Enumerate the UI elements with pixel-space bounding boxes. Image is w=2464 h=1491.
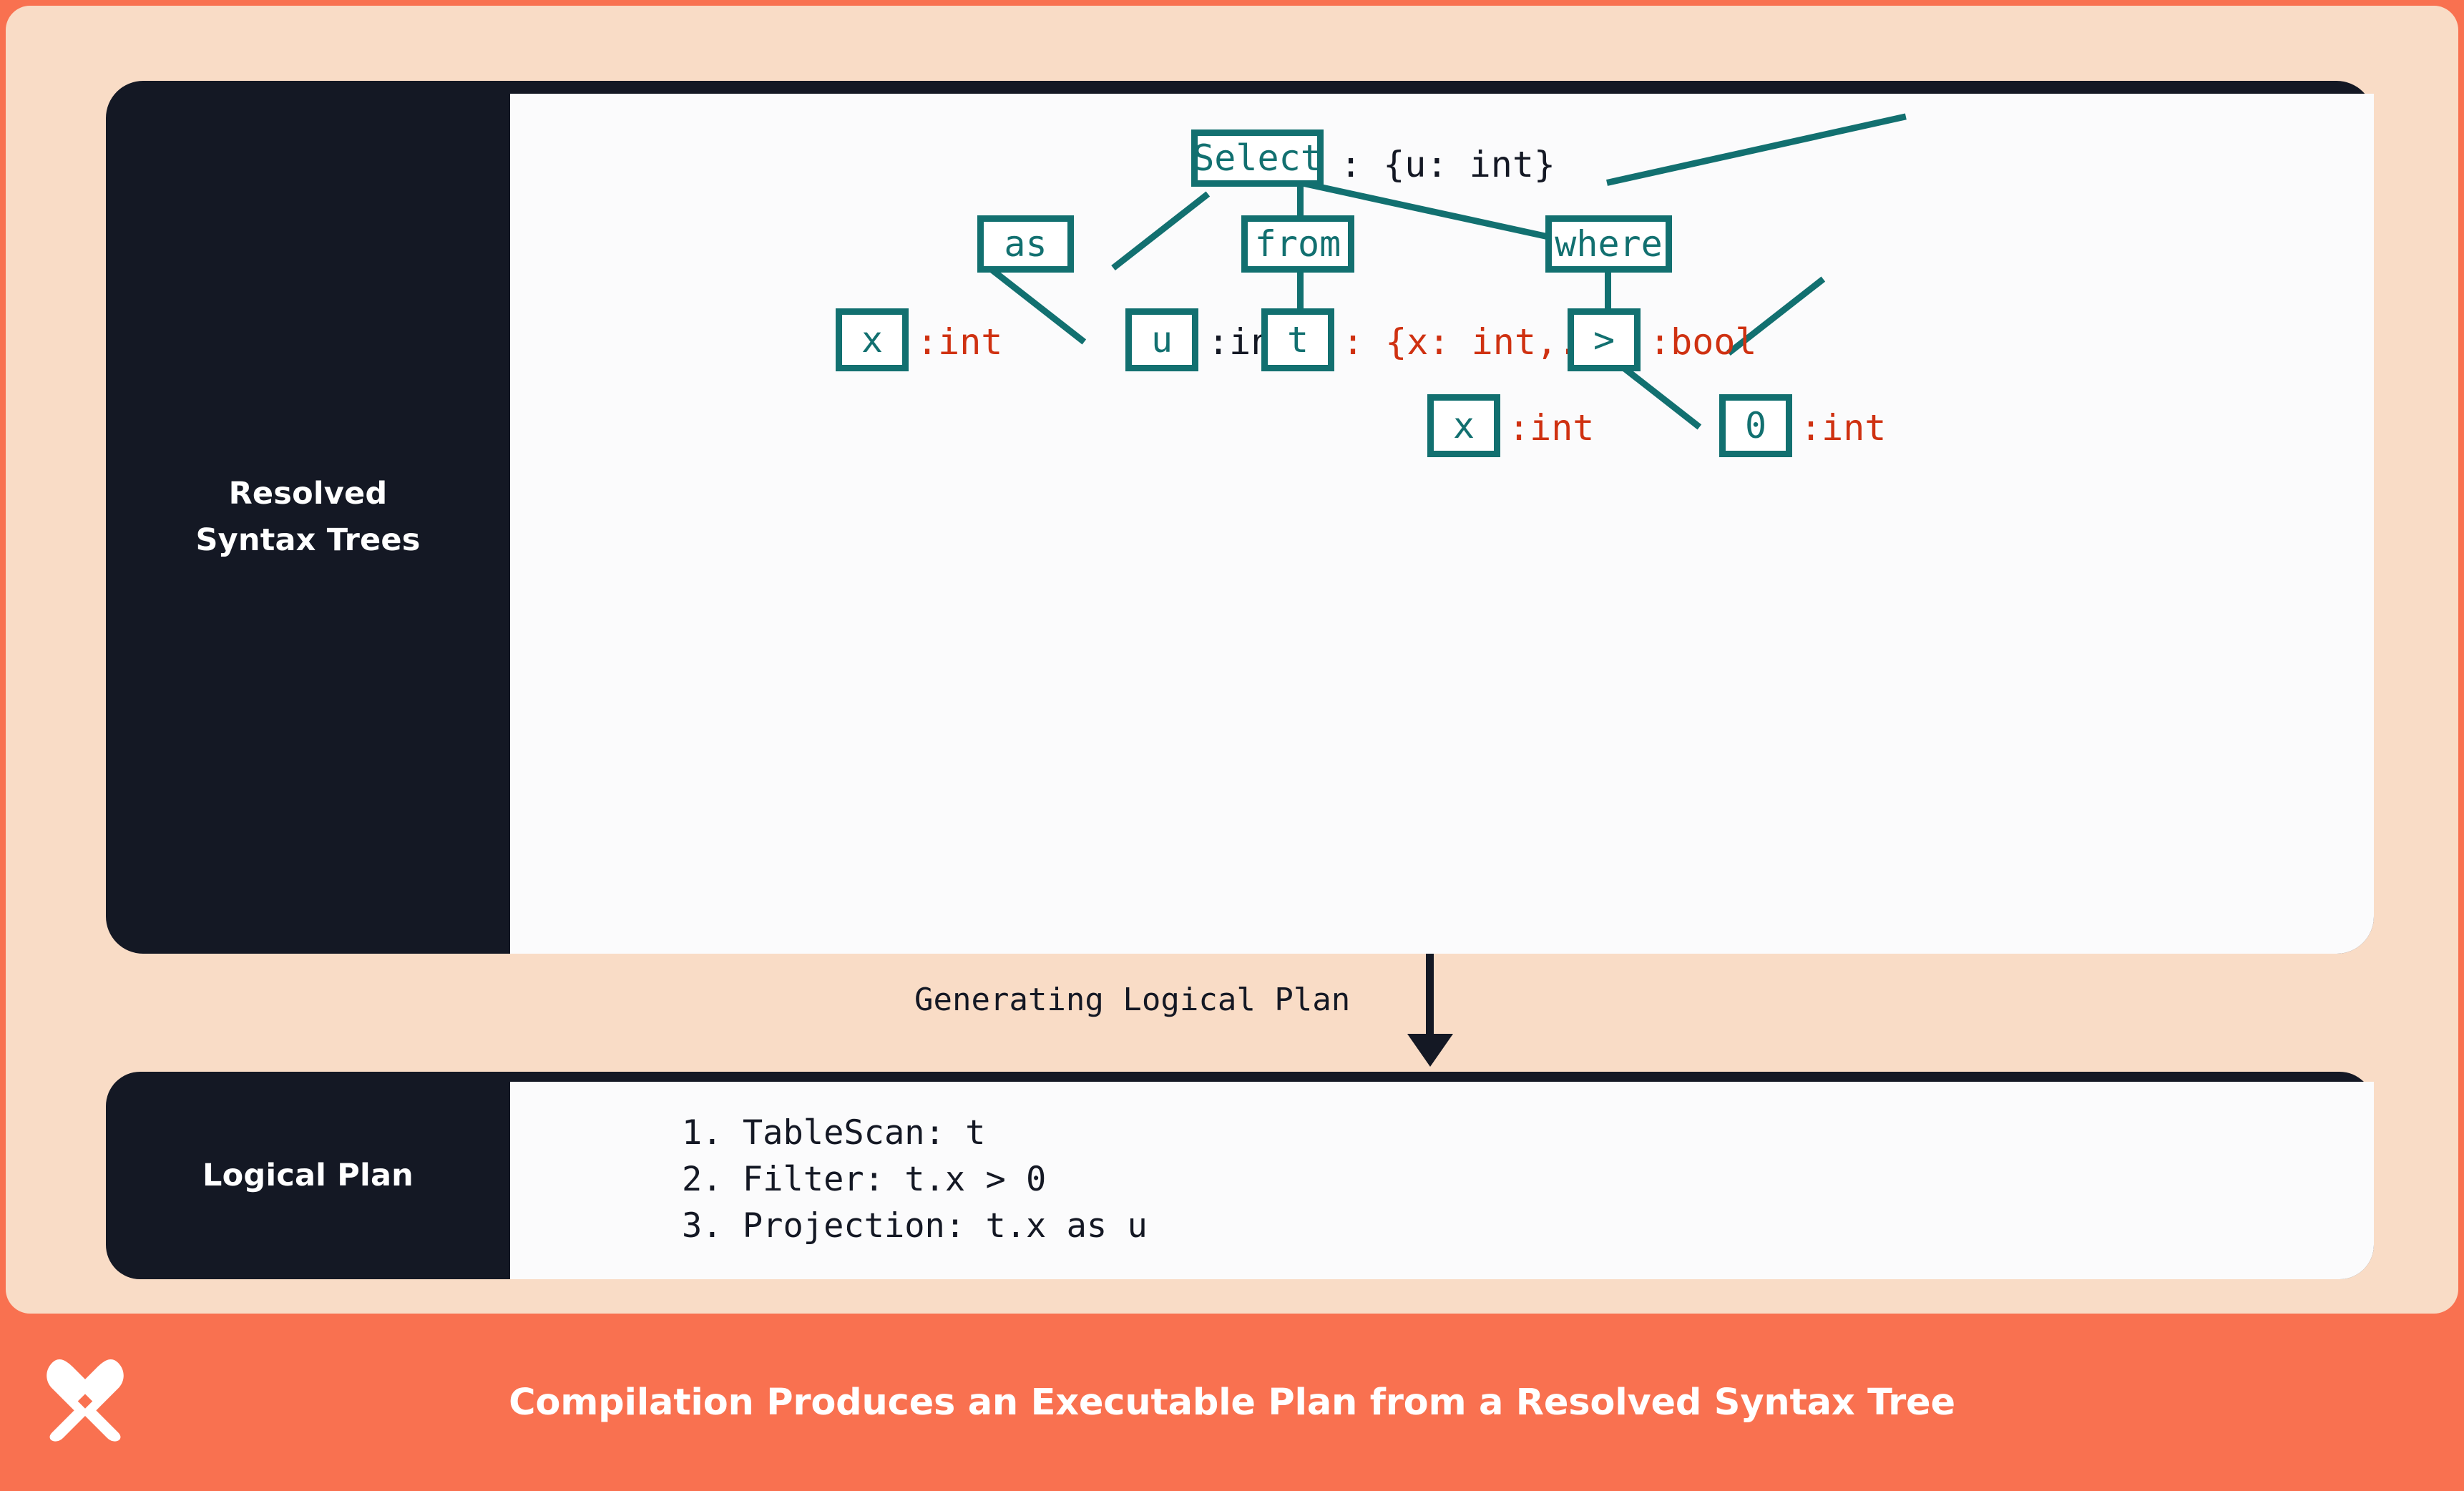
node-as-x[interactable]: x [836, 308, 909, 371]
node-where[interactable]: where [1545, 215, 1672, 273]
node-gt-text: > [1593, 319, 1615, 361]
node-gt-0-text: 0 [1744, 405, 1767, 446]
annotation-as-x: :int [916, 321, 1003, 363]
node-gt-x[interactable]: x [1427, 394, 1500, 457]
logical-plan-panel: Logical Plan 1. TableScan: t 2. Filter: … [106, 1072, 2374, 1279]
syntax-tree-canvas: Select : {u: int} as from where x :int [510, 94, 2374, 954]
logical-plan-step: 1. TableScan: t [682, 1113, 986, 1153]
edge-from-t [1297, 265, 1304, 346]
transition-label: Generating Logical Plan [914, 982, 1351, 1018]
edge-where-gt [1605, 265, 1611, 346]
node-gt-x-text: x [1452, 405, 1475, 446]
node-from-text: from [1254, 223, 1341, 265]
edge-select-as [1606, 113, 1907, 186]
butterfly-x-logo [47, 1359, 124, 1442]
resolved-syntax-trees-panel: Resolved Syntax Trees [106, 81, 2374, 954]
node-from-t-text: t [1286, 319, 1309, 361]
transition-arrow-head [1407, 1034, 1453, 1067]
rst-label-line1: Resolved [228, 475, 388, 512]
node-as[interactable]: as [977, 215, 1074, 273]
node-as-u[interactable]: u [1125, 308, 1198, 371]
node-select[interactable]: Select [1191, 129, 1324, 187]
node-gt-0[interactable]: 0 [1719, 394, 1792, 457]
node-as-u-text: u [1150, 319, 1173, 361]
logical-plan-label: Logical Plan [202, 1158, 414, 1193]
rst-label-line2: Syntax Trees [195, 522, 421, 558]
node-from[interactable]: from [1241, 215, 1354, 273]
annotation-gt-0: :int [1800, 407, 1887, 449]
node-select-text: Select [1193, 137, 1322, 179]
annotation-gt: :bool [1649, 321, 1757, 363]
edge-as-x [1111, 191, 1211, 271]
node-as-x-text: x [861, 319, 884, 361]
footer-bar: Compilation Produces an Executable Plan … [0, 1314, 2464, 1491]
logical-plan-step: 2. Filter: t.x > 0 [682, 1159, 1047, 1199]
footer-caption: Compilation Produces an Executable Plan … [509, 1381, 1955, 1424]
node-gt[interactable]: > [1568, 308, 1641, 371]
resolved-syntax-trees-label: Resolved Syntax Trees [106, 81, 510, 954]
logical-plan-step: 3. Projection: t.x as u [682, 1206, 1148, 1246]
annotation-gt-x: :int [1508, 407, 1595, 449]
logical-plan-canvas: 1. TableScan: t 2. Filter: t.x > 0 3. Pr… [510, 1082, 2374, 1279]
node-from-t[interactable]: t [1261, 308, 1334, 371]
outer-card: Resolved Syntax Trees [6, 6, 2458, 1314]
node-where-text: where [1555, 223, 1663, 265]
transition-arrow-stem [1426, 954, 1434, 1040]
node-as-text: as [1004, 223, 1047, 265]
annotation-select: : {u: int} [1340, 144, 1556, 185]
